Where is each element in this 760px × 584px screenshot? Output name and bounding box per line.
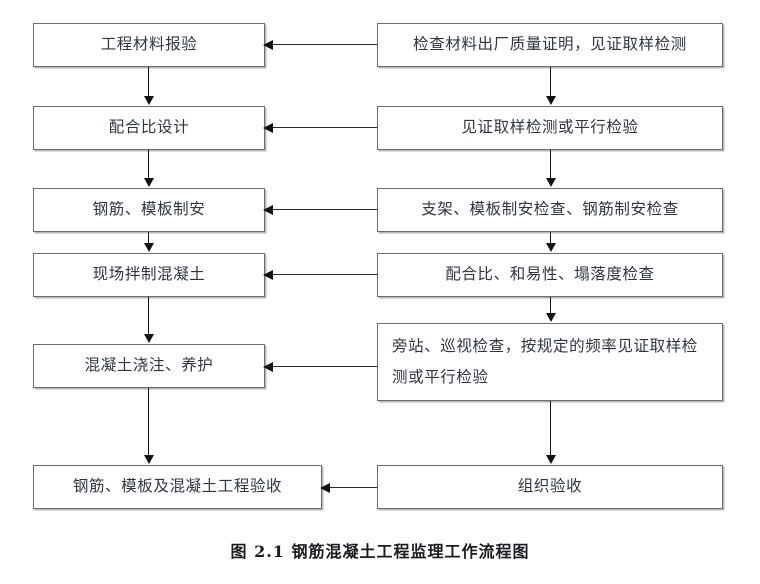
arrowhead-right-3-to-left-3 [263,204,273,215]
flow-node-left-4[interactable]: 现场拌制混凝土 [33,253,265,297]
flow-node-left-1[interactable]: 工程材料报验 [33,23,265,67]
connector-left-1-to-2 [148,67,149,97]
flow-node-left-2[interactable]: 配合比设计 [33,106,265,150]
flow-node-right-3[interactable]: 支架、模板制安检查、钢筋制安检查 [377,188,723,232]
connector-right-2-to-3 [550,150,551,179]
arrowhead-right-5-to-left-5 [263,361,273,372]
flow-node-label: 旁站、巡视检查，按规定的频率见证取样检测或平行检验 [392,337,698,386]
connector-left-3-to-4 [148,232,149,244]
flow-node-label: 混凝土浇注、养护 [84,356,214,375]
arrowhead-right-3-to-4 [545,243,556,252]
connector-right-1-to-left-1 [272,44,377,45]
flow-node-right-5[interactable]: 旁站、巡视检查，按规定的频率见证取样检测或平行检验 [377,323,723,401]
arrowhead-right-2-to-3 [545,178,556,187]
arrowhead-right-6-to-left-6 [320,482,330,493]
arrowhead-left-5-to-6 [143,455,154,464]
flow-node-label: 配合比、和易性、塌落度检查 [445,265,655,284]
flow-node-left-6[interactable]: 钢筋、模板及混凝土工程验收 [33,465,322,509]
flow-node-label: 工程材料报验 [100,35,198,54]
arrowhead-left-4-to-5 [143,334,154,343]
arrowhead-right-1-to-left-1 [263,39,273,50]
arrowhead-right-1-to-2 [545,96,556,105]
connector-right-5-to-6 [550,401,551,456]
flow-node-label: 组织验收 [517,477,583,496]
flow-node-label: 钢筋、模板及混凝土工程验收 [72,477,283,496]
connector-left-5-to-6 [148,388,149,456]
flow-node-label: 见证取样检测或平行检验 [461,118,639,137]
connector-left-2-to-3 [148,150,149,179]
flow-node-right-4[interactable]: 配合比、和易性、塌落度检查 [377,253,723,297]
arrowhead-right-4-to-5 [545,313,556,322]
flow-node-label: 检查材料出厂质量证明，见证取样检测 [413,35,687,54]
flow-node-right-2[interactable]: 见证取样检测或平行检验 [377,106,723,150]
arrowhead-left-3-to-4 [143,243,154,252]
connector-right-1-to-2 [550,67,551,97]
connector-right-3-to-4 [550,232,551,244]
flow-node-right-6[interactable]: 组织验收 [377,465,723,509]
flow-node-right-1[interactable]: 检查材料出厂质量证明，见证取样检测 [377,23,723,67]
flow-node-left-3[interactable]: 钢筋、模板制安 [33,188,265,232]
arrowhead-left-1-to-2 [143,96,154,105]
connector-left-4-to-5 [148,297,149,335]
connector-right-4-to-5 [550,297,551,314]
flow-node-label: 现场拌制混凝土 [92,265,206,284]
arrowhead-left-2-to-3 [143,178,154,187]
arrowhead-right-5-to-6 [545,455,556,464]
flow-node-label: 支架、模板制安检查、钢筋制安检查 [421,200,679,219]
connector-right-5-to-left-5 [272,366,377,367]
figure-caption: 图 2.1 钢筋混凝土工程监理工作流程图 [230,542,530,561]
connector-right-4-to-left-4 [272,274,377,275]
connector-right-3-to-left-3 [272,209,377,210]
flow-node-left-5[interactable]: 混凝土浇注、养护 [33,344,265,388]
connector-right-2-to-left-2 [272,127,377,128]
arrowhead-right-2-to-left-2 [263,122,273,133]
flow-node-label: 钢筋、模板制安 [92,200,206,219]
arrowhead-right-4-to-left-4 [263,269,273,280]
flow-node-label: 配合比设计 [108,118,190,137]
connector-right-6-to-left-6 [329,487,377,488]
